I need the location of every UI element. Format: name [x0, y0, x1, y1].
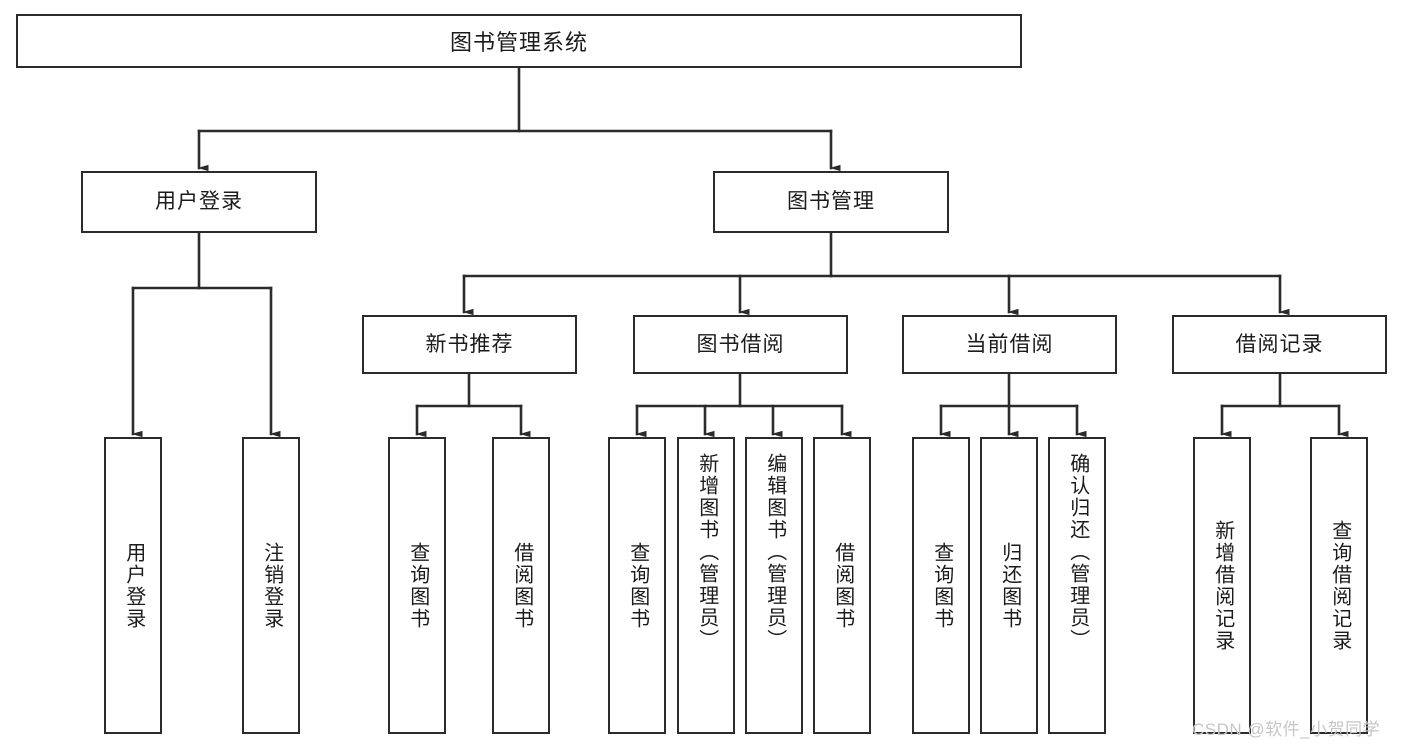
leaf-query-borrow-record[interactable]: 查询借阅记录	[1310, 437, 1368, 734]
node-label: 图书管理系统	[449, 30, 588, 55]
node-new-book-recommend[interactable]: 新书推荐	[362, 315, 577, 374]
node-label: 用户登录	[155, 190, 243, 214]
leaf-label: 新增借阅记录	[1211, 519, 1234, 652]
leaf-return-book[interactable]: 归还图书	[980, 437, 1038, 734]
leaf-borrow-book[interactable]: 借阅图书	[813, 437, 871, 734]
node-label: 新书推荐	[425, 332, 514, 356]
node-book-borrow[interactable]: 图书借阅	[633, 315, 848, 374]
node-label: 图书借阅	[696, 332, 785, 356]
node-root-system[interactable]: 图书管理系统	[16, 14, 1022, 68]
node-label: 当前借阅	[965, 332, 1054, 356]
leaf-label: 查询图书	[626, 541, 649, 630]
node-label: 借阅记录	[1235, 332, 1324, 356]
leaf-label: 新增图书（管理员）	[695, 453, 718, 651]
leaf-label: 确认归还（管理员）	[1066, 453, 1089, 651]
node-label: 图书管理	[787, 190, 875, 214]
leaf-add-borrow-record[interactable]: 新增借阅记录	[1193, 437, 1251, 734]
leaf-logout[interactable]: 注销登录	[242, 437, 300, 734]
leaf-label: 用户登录	[122, 541, 145, 630]
leaf-label: 查询借阅记录	[1328, 519, 1351, 652]
leaf-query-book-borrow[interactable]: 查询图书	[608, 437, 666, 734]
node-current-borrow[interactable]: 当前借阅	[902, 315, 1117, 374]
node-book-management[interactable]: 图书管理	[713, 171, 949, 233]
leaf-label: 查询图书	[930, 541, 953, 630]
leaf-query-book-recommend[interactable]: 查询图书	[388, 437, 446, 734]
node-user-login[interactable]: 用户登录	[81, 171, 317, 233]
csdn-watermark: CSDN @软件_小贺同学	[1192, 720, 1381, 739]
leaf-label: 查询图书	[406, 541, 429, 630]
leaf-edit-book-admin[interactable]: 编辑图书（管理员）	[745, 437, 803, 734]
leaf-add-book-admin[interactable]: 新增图书（管理员）	[677, 437, 735, 734]
leaf-label: 借阅图书	[510, 541, 533, 630]
leaf-confirm-return-admin[interactable]: 确认归还（管理员）	[1048, 437, 1106, 734]
leaf-label: 编辑图书（管理员）	[763, 453, 786, 651]
leaf-label: 注销登录	[260, 541, 283, 630]
node-borrow-record[interactable]: 借阅记录	[1172, 315, 1387, 374]
leaf-label: 借阅图书	[831, 541, 854, 630]
leaf-query-book-current[interactable]: 查询图书	[912, 437, 970, 734]
leaf-borrow-book-recommend[interactable]: 借阅图书	[492, 437, 550, 734]
leaf-label: 归还图书	[998, 541, 1021, 630]
leaf-user-login[interactable]: 用户登录	[104, 437, 162, 734]
